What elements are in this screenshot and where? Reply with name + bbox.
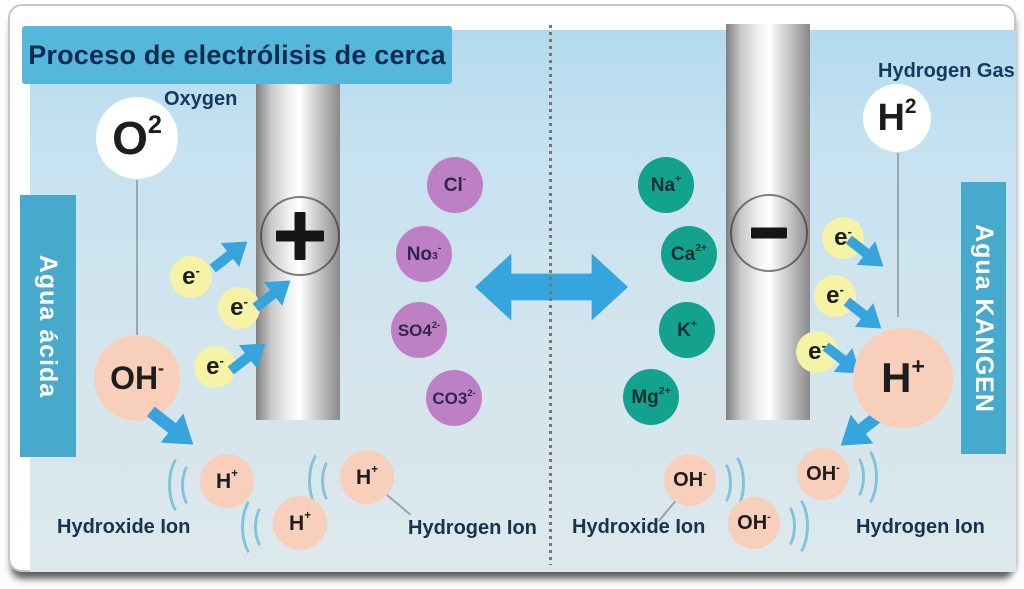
electron-flow-arrow [822, 342, 861, 374]
ripple-arc [181, 461, 205, 509]
ripple-arc [241, 494, 275, 560]
plus-icon [294, 212, 306, 260]
electron: e- [814, 275, 856, 317]
hydrogen-ion-small: H+ [340, 450, 394, 504]
hydrogen-ion-large: H+ [853, 328, 953, 428]
hydroxide-ion-small: OH- [797, 448, 849, 500]
ripple-arc [308, 448, 342, 514]
hydrogen-gas-label: Hydrogen Gas [878, 60, 1015, 82]
electron-flow-arrow [227, 343, 266, 375]
potassium-ion: K+ [659, 302, 715, 358]
ripple-arc [711, 450, 745, 516]
hydrogen-ion-small: H+ [200, 454, 254, 508]
hydroxide-ion-large: OH- [94, 335, 180, 421]
ripple-arc [321, 457, 345, 505]
electron: e- [218, 287, 260, 329]
kangen-water-band: Agua KANGEN [961, 182, 1006, 454]
chloride-ion: Cl- [427, 157, 483, 213]
hydroxide-ion-small: OH- [728, 497, 780, 549]
electron-flow-arrow [845, 235, 884, 267]
kangen-water-label: Agua KANGEN [970, 223, 999, 413]
page-title: Proceso de electrólisis de cerca [28, 39, 446, 70]
sodium-ion: Na+ [638, 157, 694, 213]
hydroxide-ion-small: OH- [664, 454, 716, 506]
electron: e- [796, 331, 838, 373]
electron: e- [170, 256, 212, 298]
membrane-divider [549, 25, 552, 565]
ripple-arc [708, 459, 732, 507]
hydroxide-split-arrow [146, 406, 194, 445]
plus-terminal [260, 196, 340, 276]
acid-water-band: Agua ácida [20, 195, 76, 457]
electron-flow-arrow [843, 297, 882, 329]
ripple-arc [775, 493, 809, 559]
ripple-arc [844, 444, 878, 510]
minus-terminal [730, 194, 808, 272]
minus-icon [751, 227, 787, 239]
hydrogen-gas-connector-line [897, 153, 899, 317]
oxygen-connector-line [136, 180, 138, 336]
electron-flow-arrow [252, 280, 291, 312]
hydrogen-ion-label: Hydrogen Ion [408, 517, 537, 539]
hydroxide-ion-label: Hydroxide Ion [572, 516, 706, 538]
hydroxide-ion-label: Hydroxide Ion [57, 516, 191, 538]
hydrogen-ion-small: H+ [273, 496, 327, 550]
title-banner: Proceso de electrólisis de cerca [22, 26, 452, 84]
oxygen-label: Oxygen [164, 88, 238, 110]
ripple-arc [168, 452, 202, 518]
ripple-arc [772, 502, 796, 550]
ripple-arc [254, 503, 278, 551]
electron-flow-arrow [209, 241, 248, 273]
acid-water-label: Agua ácida [34, 254, 63, 398]
ripple-arc [841, 453, 865, 501]
hydrogen-ion-label: Hydrogen Ion [856, 516, 985, 538]
